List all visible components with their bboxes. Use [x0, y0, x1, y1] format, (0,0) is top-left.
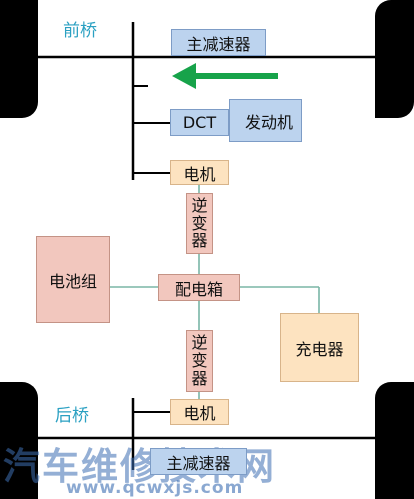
engine-label: 发动机 [244, 112, 293, 132]
dct-box: DCT [170, 109, 229, 136]
wheel-rear-left [0, 382, 38, 499]
front-motor-box: 电机 [170, 160, 229, 185]
rear-inverter-box: 逆 变 器 [186, 330, 213, 392]
front-inverter-box: 逆 变 器 [186, 193, 213, 254]
charger-box: 充电器 [280, 313, 359, 382]
front-inverter-char-2: 变 [191, 213, 208, 233]
battery-pack-box: 电池组 [36, 236, 110, 323]
front-axle-label: 前桥 [63, 21, 97, 41]
rear-inverter-char-1: 逆 [191, 333, 208, 353]
front-inverter-char-1: 逆 [191, 195, 208, 215]
rear-motor-box: 电机 [170, 399, 229, 425]
rear-final-drive-box: 主减速器 [150, 448, 247, 475]
rear-axle-label: 后桥 [55, 406, 89, 426]
rear-inverter-char-2: 变 [191, 351, 208, 371]
wheel-front-left [0, 0, 38, 118]
arrow-head-icon [172, 63, 196, 89]
wheel-rear-right [375, 382, 414, 499]
watermark-url: www.qcwxjs.com [66, 478, 244, 498]
rear-inverter-char-3: 器 [191, 368, 208, 388]
engine-box: 发动机 [229, 99, 302, 142]
front-inverter-char-3: 器 [191, 231, 208, 251]
front-final-drive-box: 主减速器 [171, 29, 266, 56]
distribution-box: 配电箱 [158, 274, 240, 301]
wheel-front-right [375, 0, 414, 118]
